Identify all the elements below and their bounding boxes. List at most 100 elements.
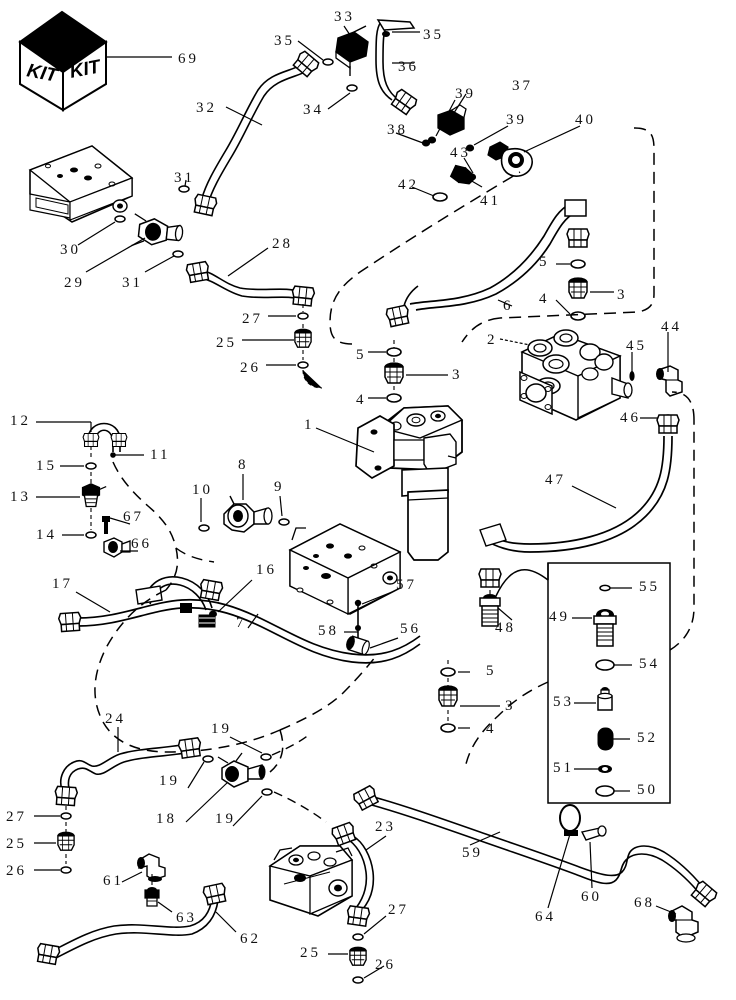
tube-59 xyxy=(367,795,703,895)
tube-32 xyxy=(201,63,310,205)
callout-39b: 39 xyxy=(506,112,527,128)
clamp-64 xyxy=(559,804,581,836)
callout-42: 42 xyxy=(398,177,419,193)
callout-19a: 19 xyxy=(211,721,232,737)
callout-40: 40 xyxy=(575,112,596,128)
callout-5b: 5 xyxy=(539,254,550,270)
callout-27b: 27 xyxy=(6,809,27,825)
callout-23: 23 xyxy=(375,819,396,835)
tube-36-endnut xyxy=(389,87,419,117)
washer-26c xyxy=(352,976,364,984)
tube-47 xyxy=(485,435,673,553)
washer-10 xyxy=(198,524,210,532)
callout-14: 14 xyxy=(36,527,57,543)
callout-27c: 27 xyxy=(388,902,409,918)
callout-25c: 25 xyxy=(300,945,321,961)
callout-61: 61 xyxy=(103,873,124,889)
callout-19c: 19 xyxy=(215,811,236,827)
washer-35b xyxy=(382,31,390,37)
callout-13: 13 xyxy=(10,489,31,505)
callout-26b: 26 xyxy=(6,863,27,879)
callout-3c: 3 xyxy=(505,698,516,714)
dashed-outline-upper-left xyxy=(329,171,521,345)
callout-44: 44 xyxy=(661,319,682,335)
washer-19a xyxy=(202,755,214,763)
callout-55: 55 xyxy=(639,579,660,595)
oring-55 xyxy=(599,584,611,592)
detail-inset-pointer xyxy=(495,568,549,597)
callout-19b: 19 xyxy=(159,773,180,789)
valve-block-2 xyxy=(519,329,633,421)
dashed-outline-left-upper xyxy=(112,461,179,591)
callout-2: 2 xyxy=(487,332,498,348)
tee-valve-29 xyxy=(131,213,184,247)
callout-38: 38 xyxy=(387,122,408,138)
fitting-13 xyxy=(81,483,107,508)
oring-5c xyxy=(440,667,456,677)
washer-19b xyxy=(260,753,272,761)
callout-31a: 31 xyxy=(174,170,195,186)
callout-26a: 26 xyxy=(240,360,261,376)
callout-17: 17 xyxy=(52,576,73,592)
manifold-plate-upper xyxy=(28,145,134,223)
elbow-8 xyxy=(223,495,273,533)
washer-31a xyxy=(178,185,190,193)
callout-7: 7 xyxy=(236,615,247,631)
washer-27a xyxy=(297,312,309,320)
callout-5c: 5 xyxy=(486,663,497,679)
callout-54: 54 xyxy=(639,656,660,672)
callout-29: 29 xyxy=(64,275,85,291)
ball-43 xyxy=(467,173,477,181)
callout-32: 32 xyxy=(196,100,217,116)
valve-block-lower xyxy=(268,845,354,917)
tube-6-endnut-left xyxy=(384,304,412,328)
washer-35a xyxy=(322,58,334,66)
tube-6 xyxy=(409,203,577,311)
detail-inset-box xyxy=(547,562,671,804)
callout-8: 8 xyxy=(238,457,249,473)
elbow-68 xyxy=(668,905,699,943)
nut-cluster-7 xyxy=(180,603,192,613)
washer-30 xyxy=(114,215,126,223)
oring-4b xyxy=(570,311,586,321)
tube-32-endnut-bottom xyxy=(191,193,219,217)
callout-57: 57 xyxy=(396,577,417,593)
callout-63: 63 xyxy=(176,910,197,926)
callout-9: 9 xyxy=(274,479,285,495)
tube-62 xyxy=(49,897,219,961)
callout-30: 30 xyxy=(60,242,81,258)
oring-5b xyxy=(570,259,586,269)
oring-50 xyxy=(595,785,615,797)
fitting-66 xyxy=(103,537,131,558)
washer-26b xyxy=(60,866,72,874)
oring-42 xyxy=(432,192,448,202)
callout-51: 51 xyxy=(553,760,574,776)
dashed-inset-connector xyxy=(465,681,549,765)
callout-11: 11 xyxy=(150,447,171,463)
steering-unit-1 xyxy=(355,405,464,561)
callout-45: 45 xyxy=(626,338,647,354)
dashed-outline-upper-right xyxy=(499,127,655,319)
tube-7 xyxy=(77,598,421,664)
callout-36: 36 xyxy=(398,59,419,75)
seat-51 xyxy=(598,765,612,773)
manifold-plate-lower xyxy=(288,523,402,616)
ball-38 xyxy=(421,139,431,147)
callout-52: 52 xyxy=(637,730,658,746)
washer-19c xyxy=(261,788,273,796)
plug-49 xyxy=(593,609,617,647)
dashed-outline-lower-left xyxy=(94,589,281,753)
pin-45 xyxy=(629,352,635,381)
tube-28 xyxy=(199,269,303,301)
tube-17-endnut xyxy=(57,611,83,633)
tube-6-endnut-right xyxy=(566,228,590,248)
tube-24 xyxy=(59,743,191,793)
callout-48: 48 xyxy=(495,620,516,636)
callout-37: 37 xyxy=(512,78,533,94)
callout-12: 12 xyxy=(10,413,31,429)
callout-26c: 26 xyxy=(375,957,396,973)
callout-1: 1 xyxy=(304,417,315,433)
callout-31b: 31 xyxy=(122,275,143,291)
